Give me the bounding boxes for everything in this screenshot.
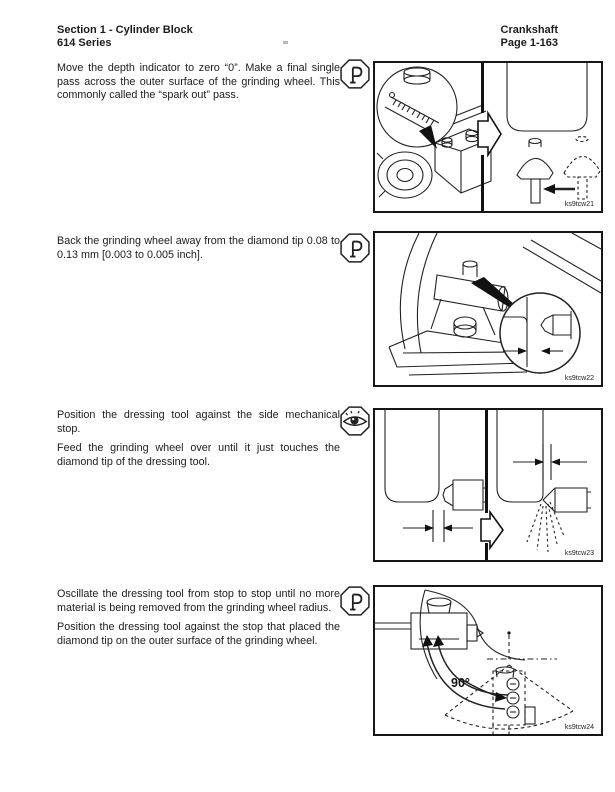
figure-label: ks9tcw21	[565, 201, 594, 208]
paragraph: Back the grinding wheel away from the di…	[57, 235, 340, 261]
figure-label: ks9tcw23	[565, 550, 594, 557]
series-label: 614 Series	[57, 37, 112, 49]
paragraph: Position the dressing tool against the s…	[57, 621, 340, 647]
figure-grinding-wheel-spark-out: ks9tcw21	[373, 61, 603, 213]
figure-wheel-touches-diamond: ks9tcw23	[373, 408, 603, 562]
visual-inspection-eye-icon	[340, 406, 370, 436]
section-title: Section 1 - Cylinder Block	[57, 24, 193, 36]
instruction-block-2: Back the grinding wheel away from the di…	[57, 235, 340, 268]
paragraph: Oscillate the dressing tool from stop to…	[57, 588, 340, 614]
paragraph: Position the dressing tool against the s…	[57, 409, 340, 435]
figure-wheel-backed-from-diamond: ks9tcw22	[373, 231, 603, 387]
paragraph: Feed the grinding wheel over until it ju…	[57, 442, 340, 468]
depth-indicator-icon	[340, 233, 370, 263]
figure-4-illustration: 90° ks9tcw24	[375, 589, 594, 734]
figure-label: ks9tcw22	[565, 375, 594, 382]
angle-annotation: 90°	[451, 676, 470, 690]
depth-indicator-icon	[340, 59, 370, 89]
chapter-title: Crankshaft	[500, 24, 558, 36]
depth-indicator-icon	[340, 586, 370, 616]
figure-label: ks9tcw24	[565, 724, 594, 731]
instruction-block-1: Move the depth indicator to zero “0”. Ma…	[57, 62, 340, 109]
paragraph: Move the depth indicator to zero “0”. Ma…	[57, 62, 340, 102]
figure-3-illustration: ks9tcw23	[384, 410, 594, 560]
figure-oscillate-dressing-tool: 90° ks9tcw24	[373, 585, 603, 736]
instruction-block-3: Position the dressing tool against the s…	[57, 409, 340, 475]
figure-1-illustration: ks9tcw21	[376, 63, 601, 211]
header-right: Crankshaft Page 1-163	[501, 24, 558, 50]
figure-2-illustration: ks9tcw22	[388, 233, 601, 382]
instruction-block-4: Oscillate the dressing tool from stop to…	[57, 588, 340, 654]
page-number: Page 1-163	[500, 37, 558, 49]
scan-artifact	[283, 41, 288, 44]
header-left: Section 1 - Cylinder Block 614 Series	[57, 24, 193, 50]
